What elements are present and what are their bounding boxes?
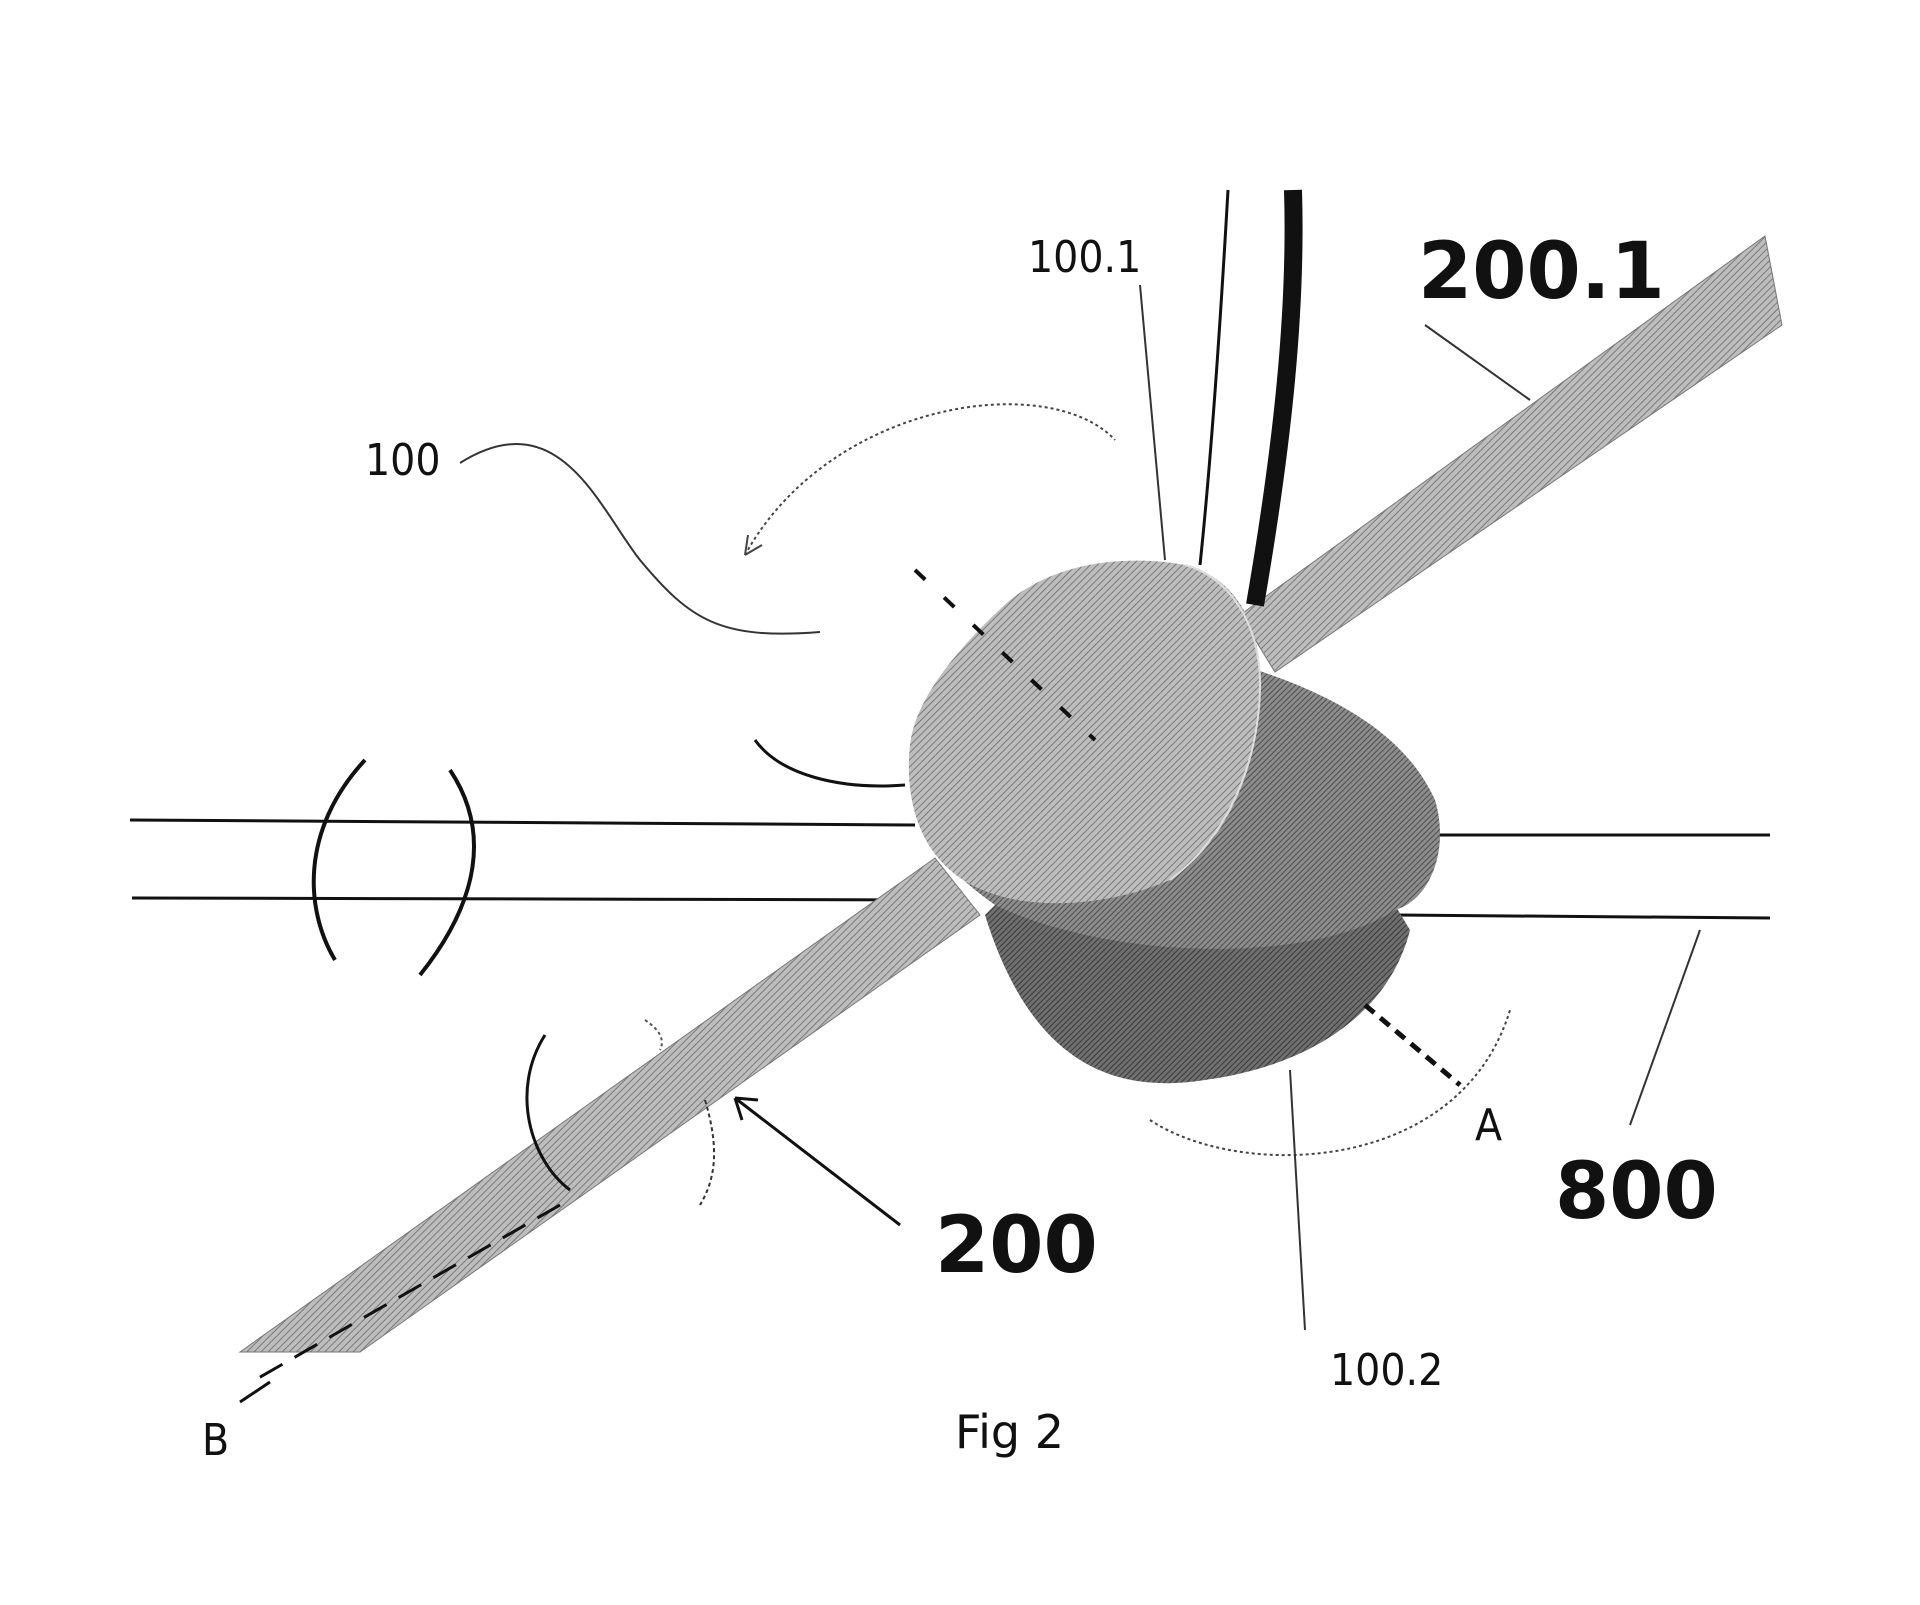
needle-200-lower-body: [238, 857, 981, 1353]
device-100-bottom-part: [985, 900, 1410, 1084]
leader-lines: [239, 284, 1701, 1404]
leader-100-2: [1289, 1069, 1306, 1331]
needle-200: [238, 235, 1783, 1382]
label-100: 100: [365, 435, 441, 486]
needle-200-rotation-arc-left: [525, 1034, 571, 1192]
figure-caption: Fig 2: [955, 1405, 1064, 1459]
label-200: 200: [935, 1201, 1098, 1291]
needle-200-rotation-arc-top: [644, 1019, 663, 1051]
thin-wire: [1198, 189, 1230, 566]
label-axis-b: B: [202, 1415, 229, 1466]
tube-800-left-rotation-arc-right: [418, 768, 476, 977]
axis-b-dash: [239, 1380, 271, 1404]
lower-rotation-arc: [1149, 1009, 1511, 1157]
device-100-top-part: [908, 560, 1261, 904]
label-axis-a: A: [1475, 1100, 1502, 1151]
device-100-rim: [1169, 564, 1262, 881]
leader-100-1: [1139, 284, 1166, 561]
needle-200-rotation-arc-right: [699, 1099, 715, 1206]
thick-wire: [1246, 189, 1303, 607]
device-rotation-arcs: [744, 403, 1511, 1157]
tube-800-lower-left-line: [131, 896, 956, 902]
label-100-2: 100.2: [1330, 1345, 1443, 1396]
leader-200-1: [1424, 324, 1531, 401]
tube-800-left-rotation-arc-left: [311, 758, 367, 962]
leader-100: [459, 443, 821, 635]
needle-200-body: [1239, 235, 1783, 673]
left-rotation-arc: [753, 739, 906, 788]
upper-rotation-arc: [744, 403, 1116, 556]
needle-200-lumen-dash: [254, 1203, 561, 1382]
leader-200: [734, 1096, 901, 1227]
leader-200-arrowhead: [733, 1096, 759, 1121]
axis-a-lower-dash: [1363, 1003, 1462, 1087]
label-200-1: 200.1: [1418, 227, 1665, 317]
leader-800: [1629, 929, 1701, 1126]
device-100: [908, 560, 1462, 1087]
tube-800-upper-left-line: [129, 818, 916, 827]
reference-labels: 100 100.1 200.1 200 800 100.2 A B: [202, 227, 1718, 1466]
label-100-1: 100.1: [1028, 232, 1141, 283]
tube-800: [129, 758, 1771, 977]
upper-rotation-arrowhead: [744, 534, 763, 556]
label-800: 800: [1555, 1147, 1718, 1237]
tube-800-lower-right-line: [1389, 913, 1771, 920]
wires: [1198, 189, 1303, 607]
axis-a-b-upper-dash: [913, 568, 1097, 742]
